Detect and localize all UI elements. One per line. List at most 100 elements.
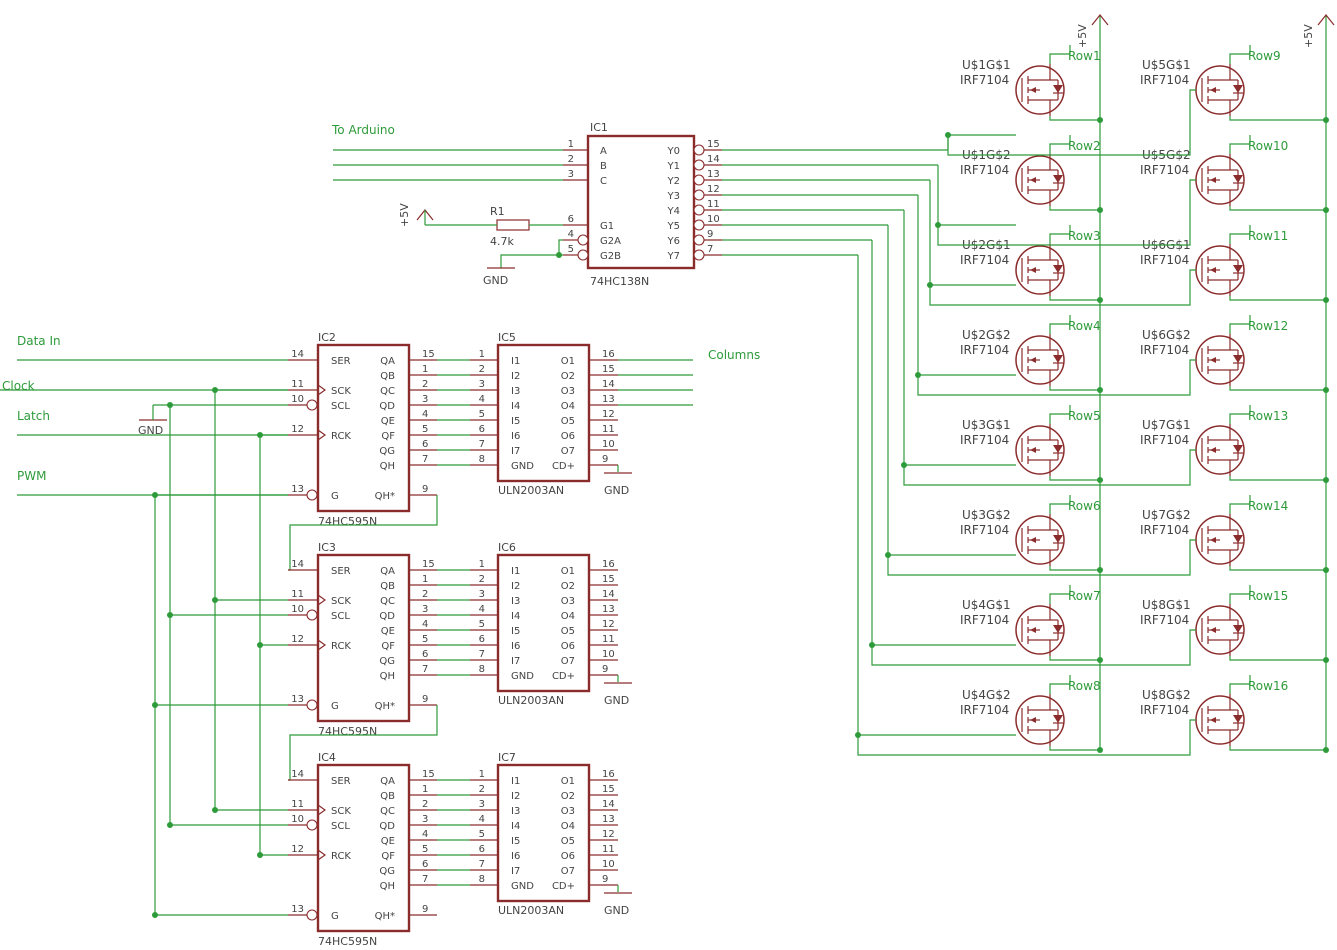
pin-name: O4	[561, 401, 575, 412]
sr-part: 74HC595N	[318, 515, 377, 528]
driver-chip	[496, 553, 591, 693]
pin-number: 3	[479, 379, 485, 390]
pin-name: O1	[561, 776, 575, 787]
power-arrow-icon	[1317, 14, 1335, 26]
pin-number: 14	[291, 769, 304, 780]
pin-bubble	[306, 699, 318, 711]
pin-number: 9	[602, 454, 608, 465]
pin-number: 11	[602, 634, 615, 645]
latch-label: Latch	[17, 409, 50, 423]
pin-number: 5	[568, 244, 574, 255]
clock-edge-icon	[317, 849, 327, 861]
row-label: Row15	[1248, 589, 1288, 603]
mosfet-ref: U$3G$1	[962, 418, 1011, 432]
pin-number: 7	[479, 649, 485, 660]
gate-wire	[947, 89, 1196, 156]
pin-number: 2	[568, 154, 574, 165]
pin-number: 12	[291, 844, 304, 855]
pin-name: RCK	[331, 431, 351, 442]
mosfet-ref: U$1G$1	[962, 58, 1011, 72]
pin-number: 8	[479, 874, 485, 885]
mosfet-8	[1015, 694, 1065, 746]
gnd-label: GND	[604, 694, 629, 707]
pin-number: 11	[707, 199, 720, 210]
drain-wire	[1229, 315, 1251, 334]
pin-name: QC	[380, 386, 395, 397]
pin-name: O6	[561, 431, 575, 442]
mosfet-part: IRF7104	[960, 253, 1009, 267]
pin-number: 2	[422, 799, 428, 810]
gate-wire	[887, 539, 1196, 576]
source-wire	[1229, 656, 1326, 661]
pin-number: 7	[707, 244, 713, 255]
mosfet-3	[1015, 244, 1065, 296]
mosfet-part: IRF7104	[1140, 253, 1189, 267]
mosfet-part: IRF7104	[960, 163, 1009, 177]
pin-name: GND	[511, 461, 534, 472]
pin-name: QF	[381, 641, 395, 652]
pin-number: 15	[422, 349, 435, 360]
mosfet-ref: U$5G$1	[1142, 58, 1191, 72]
pin-bubble	[306, 609, 318, 621]
pin-number: 4	[479, 604, 485, 615]
pin-name: GND	[511, 671, 534, 682]
clock-edge-icon	[317, 639, 327, 651]
pin-number: 12	[291, 424, 304, 435]
diode-icon	[1053, 445, 1063, 453]
pin-name: O5	[561, 626, 575, 637]
driver-name: IC7	[498, 751, 516, 764]
pin-bubble	[306, 489, 318, 501]
pin-name: O6	[561, 851, 575, 862]
pin-name: G2A	[600, 236, 621, 247]
pin-name: G	[331, 701, 339, 712]
mosfet-arrow-icon	[1030, 87, 1036, 93]
pin-bubble	[577, 249, 589, 261]
pin-name: O7	[561, 446, 575, 457]
shift-register-chip	[316, 553, 411, 723]
mosfet-15	[1195, 604, 1245, 656]
mosfet-part: IRF7104	[1140, 523, 1189, 537]
sr-part: 74HC595N	[318, 935, 377, 948]
gate-wire	[903, 449, 1196, 486]
row-label: Row6	[1068, 499, 1101, 513]
sr-part: 74HC595N	[318, 725, 377, 738]
pin-name: SCK	[331, 596, 351, 607]
pin-number: 6	[422, 859, 428, 870]
pin-number: 14	[602, 589, 615, 600]
pin-name: I4	[511, 821, 520, 832]
pin-number: 15	[602, 574, 615, 585]
pin-number: 9	[602, 874, 608, 885]
pin-number: 2	[422, 379, 428, 390]
drain-wire	[1229, 135, 1251, 154]
vcc-label: +5V	[1302, 24, 1315, 48]
columns-label: Columns	[708, 348, 760, 362]
pin-number: 13	[602, 814, 615, 825]
pin-name: SCL	[331, 611, 350, 622]
pin-name: QB	[380, 371, 395, 382]
mosfet-arrow-icon	[1210, 87, 1216, 93]
gate-wire	[857, 719, 1196, 756]
mosfet-arrow-icon	[1030, 447, 1036, 453]
diode-icon	[1233, 175, 1243, 183]
mosfet-ref: U$4G$1	[962, 598, 1011, 612]
pin-name: GND	[511, 881, 534, 892]
pin-number: 3	[479, 799, 485, 810]
mosfet-part: IRF7104	[1140, 343, 1189, 357]
pin-bubble	[693, 204, 705, 216]
pin-number: 14	[602, 379, 615, 390]
pin-name: I4	[511, 611, 520, 622]
pin-name: I6	[511, 851, 520, 862]
pin-number: 16	[602, 559, 615, 570]
pin-number: 7	[422, 454, 428, 465]
drain-wire	[1229, 45, 1251, 64]
pin-bubble	[306, 909, 318, 921]
mosfet-arrow-icon	[1030, 627, 1036, 633]
pin-name: QA	[380, 356, 395, 367]
pin-bubble	[693, 219, 705, 231]
mosfet-ref: U$7G$2	[1142, 508, 1191, 522]
pin-number: 3	[422, 604, 428, 615]
source-wire	[1229, 476, 1326, 481]
mosfet-arrow-icon	[1030, 357, 1036, 363]
pin-number: 14	[602, 799, 615, 810]
pin-number: 4	[422, 409, 428, 420]
